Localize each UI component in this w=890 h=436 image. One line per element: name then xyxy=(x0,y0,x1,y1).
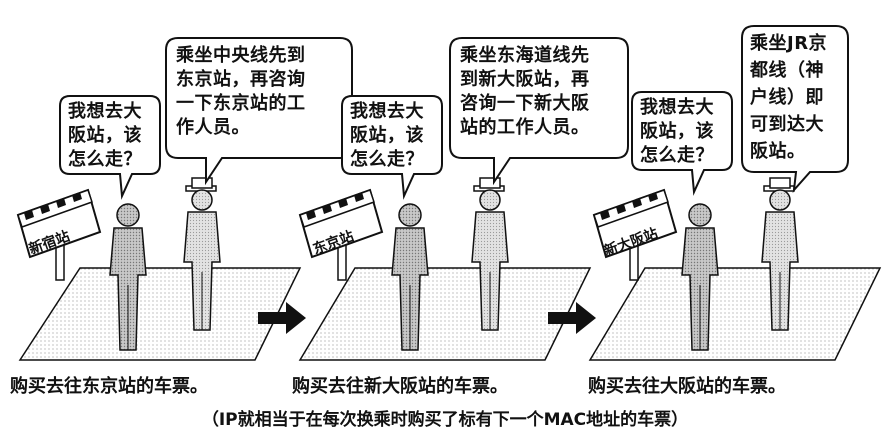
traveler-figure xyxy=(681,203,719,351)
station-sign xyxy=(16,188,102,281)
station-staff-figure xyxy=(761,177,799,331)
scene-3 xyxy=(588,25,882,361)
arrow-right-icon xyxy=(258,302,306,334)
traveler-question: 我想去大 阪站，该 怎么走？ xyxy=(350,101,424,170)
staff-answer: 乘坐JR京 都线（神 户线）即 可到达大 阪站。 xyxy=(750,33,828,162)
traveler-bubble xyxy=(59,95,161,200)
traveler-figure xyxy=(109,203,147,351)
platform-floor xyxy=(588,267,882,361)
arrow-right-icon xyxy=(548,302,596,334)
ticket-caption: 购买去往大阪站的车票。 xyxy=(588,376,786,397)
scene-1 xyxy=(16,37,353,361)
staff-answer: 乘坐东海道线先 到新大阪站，再 咨询一下新大阪 站的工作人员。 xyxy=(460,45,590,138)
station-sign xyxy=(592,188,678,281)
traveler-bubble xyxy=(341,95,443,200)
staff-bubble xyxy=(741,25,849,194)
staff-bubble xyxy=(165,37,353,186)
staff-bubble xyxy=(449,37,629,186)
traveler-question: 我想去大 阪站，该 怎么走？ xyxy=(640,97,714,166)
station-staff-figure xyxy=(183,177,221,331)
platform-floor xyxy=(18,267,302,361)
traveler-question: 我想去大 阪站，该 怎么走？ xyxy=(68,101,142,170)
ticket-caption: 购买去往新大阪站的车票。 xyxy=(292,376,508,397)
traveler-bubble xyxy=(631,91,733,196)
staff-answer: 乘坐中央线先到 东京站，再咨询 一下东京站的工 作人员。 xyxy=(176,45,306,138)
footnote: （IP就相当于在每次换乘时购买了标有下一个MAC地址的车票） xyxy=(201,410,689,430)
platform-floor xyxy=(298,267,592,361)
station-sign xyxy=(298,188,384,281)
ticket-caption: 购买去往东京站的车票。 xyxy=(10,376,208,397)
station-staff-figure xyxy=(471,177,509,331)
traveler-figure xyxy=(391,203,429,351)
scene-2 xyxy=(298,37,629,361)
